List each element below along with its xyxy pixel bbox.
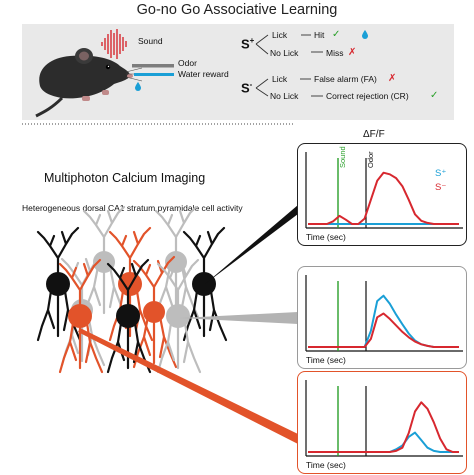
- legend-sminus: S⁻: [435, 182, 447, 193]
- neuron-soma: [93, 251, 115, 273]
- series-line: [308, 171, 459, 225]
- trace-plot-2: [305, 275, 463, 352]
- false-alarm-label: False alarm (FA): [314, 74, 377, 84]
- trace-panel-1: Sound Odor S⁺ S⁻ Time (sec): [297, 143, 467, 246]
- water-drop-icon: [362, 30, 368, 39]
- trace-panel-3: Time (sec): [297, 371, 467, 474]
- neuron-soma: [46, 272, 70, 296]
- neuron-soma: [143, 301, 165, 323]
- odor-tube: [132, 64, 174, 68]
- neuron: [156, 258, 202, 374]
- task-panel: Sound Odor Water reward S+ Lick No Lick …: [22, 24, 454, 120]
- sminus-nolick-label: No Lick: [270, 91, 299, 101]
- splus-tree: [255, 34, 323, 55]
- neuron-soma: [192, 272, 216, 296]
- splus-nolick-label: No Lick: [270, 48, 299, 58]
- water-spout: [134, 73, 174, 76]
- page-title: Go-no Go Associative Learning: [136, 2, 338, 18]
- sminus-tree: [255, 78, 323, 97]
- neuron: [82, 205, 128, 319]
- neuron: [36, 226, 82, 342]
- miss-label: Miss: [326, 48, 344, 58]
- x-axis-label: Time (sec): [306, 232, 346, 242]
- sminus-lick-label: Lick: [272, 74, 288, 84]
- odor-marker-label: Odor: [366, 151, 375, 168]
- df-f-label: ΔF/F: [363, 129, 385, 140]
- x-axis-label: Time (sec): [306, 355, 346, 365]
- trace-panel-2: Time (sec): [297, 266, 467, 369]
- task-illustration: [35, 29, 368, 118]
- cross-icon: ✗: [388, 73, 397, 84]
- correct-rejection-label: Correct rejection (CR): [326, 91, 409, 101]
- series-line: [308, 401, 459, 453]
- series-line: [308, 431, 459, 453]
- splus-symbol: S+: [241, 36, 255, 52]
- neuron-soma: [68, 304, 92, 328]
- splus-lick-label: Lick: [272, 30, 288, 40]
- neuron-soma: [165, 251, 187, 273]
- imaging-title: Multiphoton Calcium Imaging: [44, 171, 206, 185]
- series-line: [308, 312, 459, 348]
- neuron-soma: [116, 304, 140, 328]
- hit-label: Hit: [314, 30, 325, 40]
- legend-splus: S⁺: [435, 168, 447, 179]
- series-line: [308, 294, 459, 348]
- trace-plot-1: [305, 152, 463, 229]
- x-axis-label: Time (sec): [306, 460, 346, 470]
- sound-waveform-icon: [101, 29, 127, 59]
- water-reward-label: Water reward: [178, 69, 229, 79]
- sound-marker-label: Sound: [338, 146, 347, 168]
- trace-plot-3: [305, 380, 463, 457]
- cross-icon: ✗: [348, 47, 357, 58]
- odor-label: Odor: [178, 58, 197, 68]
- sound-label: Sound: [138, 36, 163, 46]
- check-icon: ✓: [332, 29, 341, 40]
- mouse-icon: [35, 48, 144, 118]
- water-drop-icon: [135, 82, 141, 91]
- imaging-subtitle: Heterogeneous dorsal CA1 stratum pyramid…: [22, 203, 243, 213]
- neuron: [182, 226, 228, 342]
- neuron: [154, 205, 200, 319]
- check-icon: ✓: [430, 90, 439, 101]
- neuron-soma: [166, 304, 190, 328]
- sminus-symbol: S-: [241, 80, 253, 96]
